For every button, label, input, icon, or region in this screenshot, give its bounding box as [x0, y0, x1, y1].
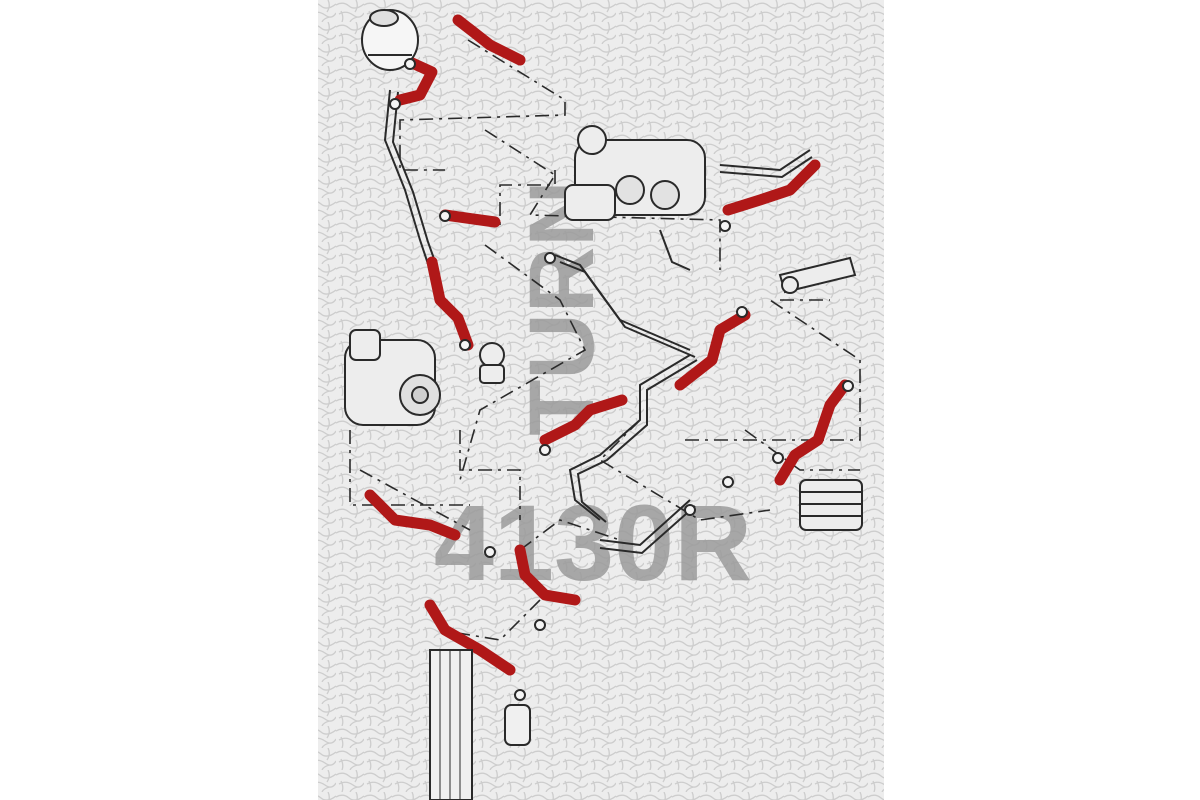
hose-bottom-center	[514, 544, 581, 606]
hose-center-diagonal	[674, 309, 751, 391]
turbocharger	[564, 125, 706, 271]
watermark-line-2: 4130R	[434, 482, 752, 603]
watermark: TURN 4130R	[434, 180, 752, 603]
hose-radiator-upper	[424, 599, 516, 676]
hose-top-right	[452, 14, 526, 66]
hose-right-curve	[774, 379, 851, 486]
water-pump	[344, 329, 441, 426]
hose-left-descend	[426, 256, 474, 351]
hose-branch-short	[439, 209, 501, 228]
radiator	[429, 649, 531, 800]
hose-clamps	[389, 58, 854, 701]
thermostat-housing	[479, 342, 505, 384]
coolant-hoses	[364, 14, 851, 676]
expansion-tank	[361, 9, 419, 71]
metal-pipes	[383, 89, 813, 555]
hose-tank-outlet	[394, 56, 438, 106]
hose-turbo-feed	[722, 159, 821, 216]
heater-valve	[778, 256, 857, 294]
watermark-line-1: TURN	[511, 180, 613, 436]
oil-cooler	[799, 479, 863, 531]
hose-bottom-left	[364, 489, 461, 541]
hose-center-lower	[539, 394, 628, 446]
dashed-leader-lines	[349, 39, 861, 641]
